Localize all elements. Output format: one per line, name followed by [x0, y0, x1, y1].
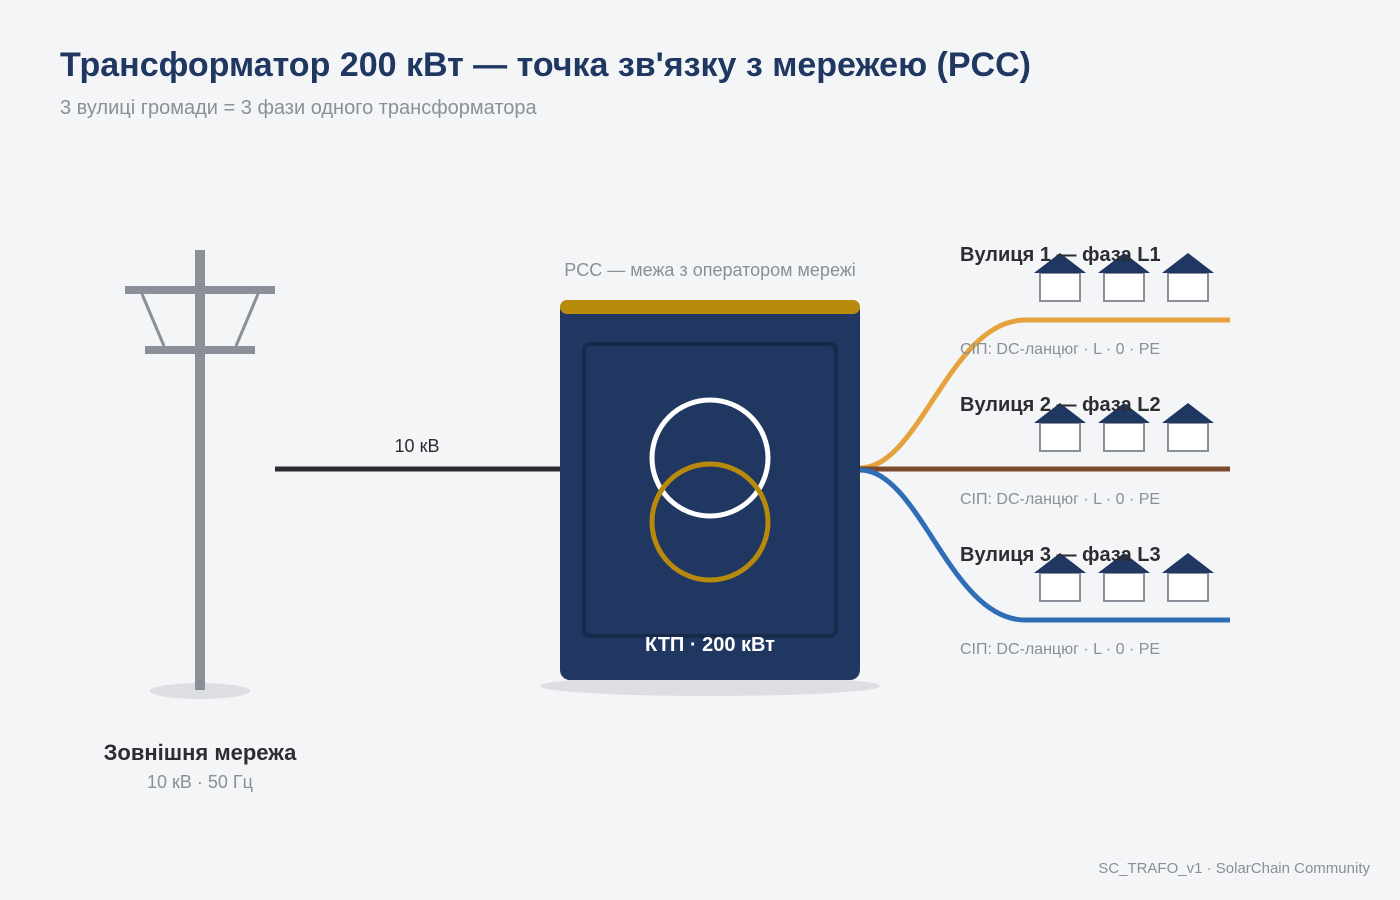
- street-title: Вулиця 1 — фаза L1: [960, 244, 1161, 266]
- pcc-label: PCC — межа з оператором мережі: [564, 260, 856, 280]
- street-title: Вулиця 2 — фаза L2: [960, 394, 1161, 416]
- street-cable-label: СІП: DC-ланцюг · L · 0 · PE: [960, 641, 1160, 658]
- hv-line-label: 10 кВ: [395, 436, 440, 456]
- transformer-label: КТП · 200 кВт: [645, 634, 775, 656]
- utility-pole-icon: [125, 250, 275, 699]
- transformer-icon: [540, 300, 880, 696]
- grid-name: Зовнішня мережа: [104, 740, 297, 765]
- phase-cable-l1: [859, 317, 1230, 471]
- street-title: Вулиця 3 — фаза L3: [960, 544, 1161, 566]
- page-subtitle: 3 вулиці громади = 3 фази одного трансфо…: [60, 97, 537, 119]
- house-icon: [1034, 553, 1086, 602]
- house-icon: [1162, 403, 1214, 452]
- street-1: Вулиця 1 — фаза L1 СІП: DC-ланцюг · L · …: [960, 244, 1214, 358]
- house-icon: [1034, 253, 1086, 302]
- house-icon: [1162, 253, 1214, 302]
- house-icon: [1098, 403, 1150, 452]
- street-cable-label: СІП: DC-ланцюг · L · 0 · PE: [960, 341, 1160, 358]
- house-icon: [1162, 553, 1214, 602]
- street-3: Вулиця 3 — фаза L3 СІП: DC-ланцюг · L · …: [960, 544, 1214, 658]
- street-2: Вулиця 2 — фаза L2 СІП: DC-ланцюг · L · …: [960, 394, 1214, 508]
- street-cable-label: СІП: DC-ланцюг · L · 0 · PE: [960, 491, 1160, 508]
- house-icon: [1098, 553, 1150, 602]
- phase-cable-l3: [859, 467, 1230, 623]
- footer-credit: SC_TRAFO_v1 · SolarChain Community: [1098, 860, 1370, 877]
- grid-specs: 10 кВ · 50 Гц: [147, 772, 253, 792]
- house-icon: [1098, 253, 1150, 302]
- house-icon: [1034, 403, 1086, 452]
- page-title: Трансформатор 200 кВт — точка зв'язку з …: [60, 46, 1031, 84]
